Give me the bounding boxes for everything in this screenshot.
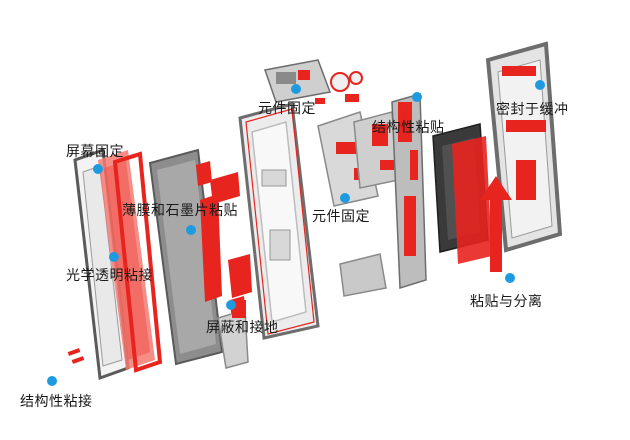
marker-bond-separate [505,273,515,283]
middle-component-cluster [317,111,399,297]
marker-seal-buffer [535,80,545,90]
separation-arrow [480,176,512,272]
label-shield-ground: 屏蔽和接地 [206,320,279,336]
marker-structural-bond-bottom [47,376,57,386]
label-screen-fix: 屏幕固定 [66,144,124,160]
marker-optical-bond [109,252,119,262]
marker-component-fix-top [291,84,301,94]
top-component-module [264,59,363,104]
structural-strip [391,93,427,290]
marker-screen-fix [93,164,103,174]
label-seal-buffer: 密封于缓冲 [496,102,569,118]
label-optical-bond: 光学透明粘接 [66,268,153,284]
label-component-fix-mid: 元件固定 [312,209,370,225]
marker-component-fix-mid [340,193,350,203]
label-structural-bond-top: 结构性粘贴 [372,120,445,136]
bottom-small-pieces [67,348,85,364]
marker-structural-bond-top [412,92,422,102]
screen-border-adhesive [112,151,163,373]
label-structural-bond-bottom: 结构性粘接 [20,394,93,410]
mid-frame-layer [238,102,320,340]
marker-film-graphite [186,225,196,235]
label-film-graphite: 薄膜和石墨片粘贴 [122,203,238,219]
marker-shield-ground [226,300,236,310]
label-bond-separate: 粘贴与分离 [470,294,543,310]
label-component-fix-top: 元件固定 [258,101,316,117]
battery-layer [432,123,492,264]
